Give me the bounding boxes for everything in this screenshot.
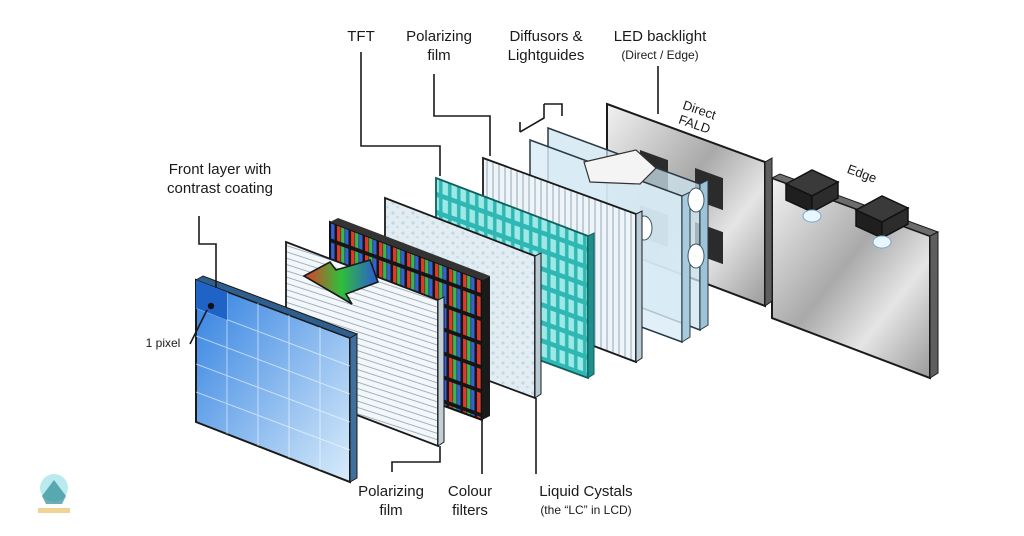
- label-polarizing-film-bottom: Polarizing film: [344, 482, 438, 520]
- label-led-backlight: LED backlight (Direct / Edge): [600, 27, 720, 65]
- label-led-backlight-sub: (Direct / Edge): [621, 48, 699, 62]
- front-contrast-layer: [194, 275, 359, 484]
- watermark-logo: [38, 474, 70, 513]
- label-polarizing-film-top: Polarizing film: [392, 27, 486, 65]
- label-one-pixel: 1 pixel: [145, 336, 181, 350]
- label-liquid-crystals-sub: (the “LC” in LCD): [540, 503, 632, 517]
- label-colour-filters: Colour filters: [438, 482, 502, 520]
- edge-backlight-panel: [770, 169, 940, 380]
- label-colour-filters-line1: Colour: [447, 483, 493, 500]
- leader-lines: [189, 52, 659, 474]
- label-polarizing-film-bottom-line2: film: [379, 502, 403, 519]
- edge-led-left: [784, 169, 840, 223]
- label-polarizing-film-top-line1: Polarizing: [406, 28, 472, 45]
- label-front-layer-line2: contrast coating: [167, 180, 273, 197]
- label-led-backlight-title: LED backlight: [613, 28, 707, 45]
- label-diffusors-lightguides: Diffusors & Lightguides: [496, 27, 596, 65]
- label-polarizing-film-bottom-line1: Polarizing: [358, 483, 424, 500]
- label-colour-filters-line2: filters: [452, 502, 488, 519]
- edge-led-right: [854, 195, 910, 249]
- label-diffusors-line2: Lightguides: [507, 47, 585, 64]
- label-front-layer: Front layer with contrast coating: [150, 160, 290, 198]
- label-tft: TFT: [347, 28, 375, 45]
- label-polarizing-film-top-line2: film: [427, 47, 451, 64]
- pixel-marker-dot: [207, 302, 215, 310]
- label-liquid-crystals: Liquid Cystals (the “LC” in LCD): [524, 482, 648, 520]
- label-front-layer-line1: Front layer with: [168, 161, 272, 178]
- label-liquid-crystals-title: Liquid Cystals: [539, 483, 633, 500]
- light-direction-arrow: [302, 259, 380, 305]
- label-diffusors-line1: Diffusors &: [509, 28, 583, 45]
